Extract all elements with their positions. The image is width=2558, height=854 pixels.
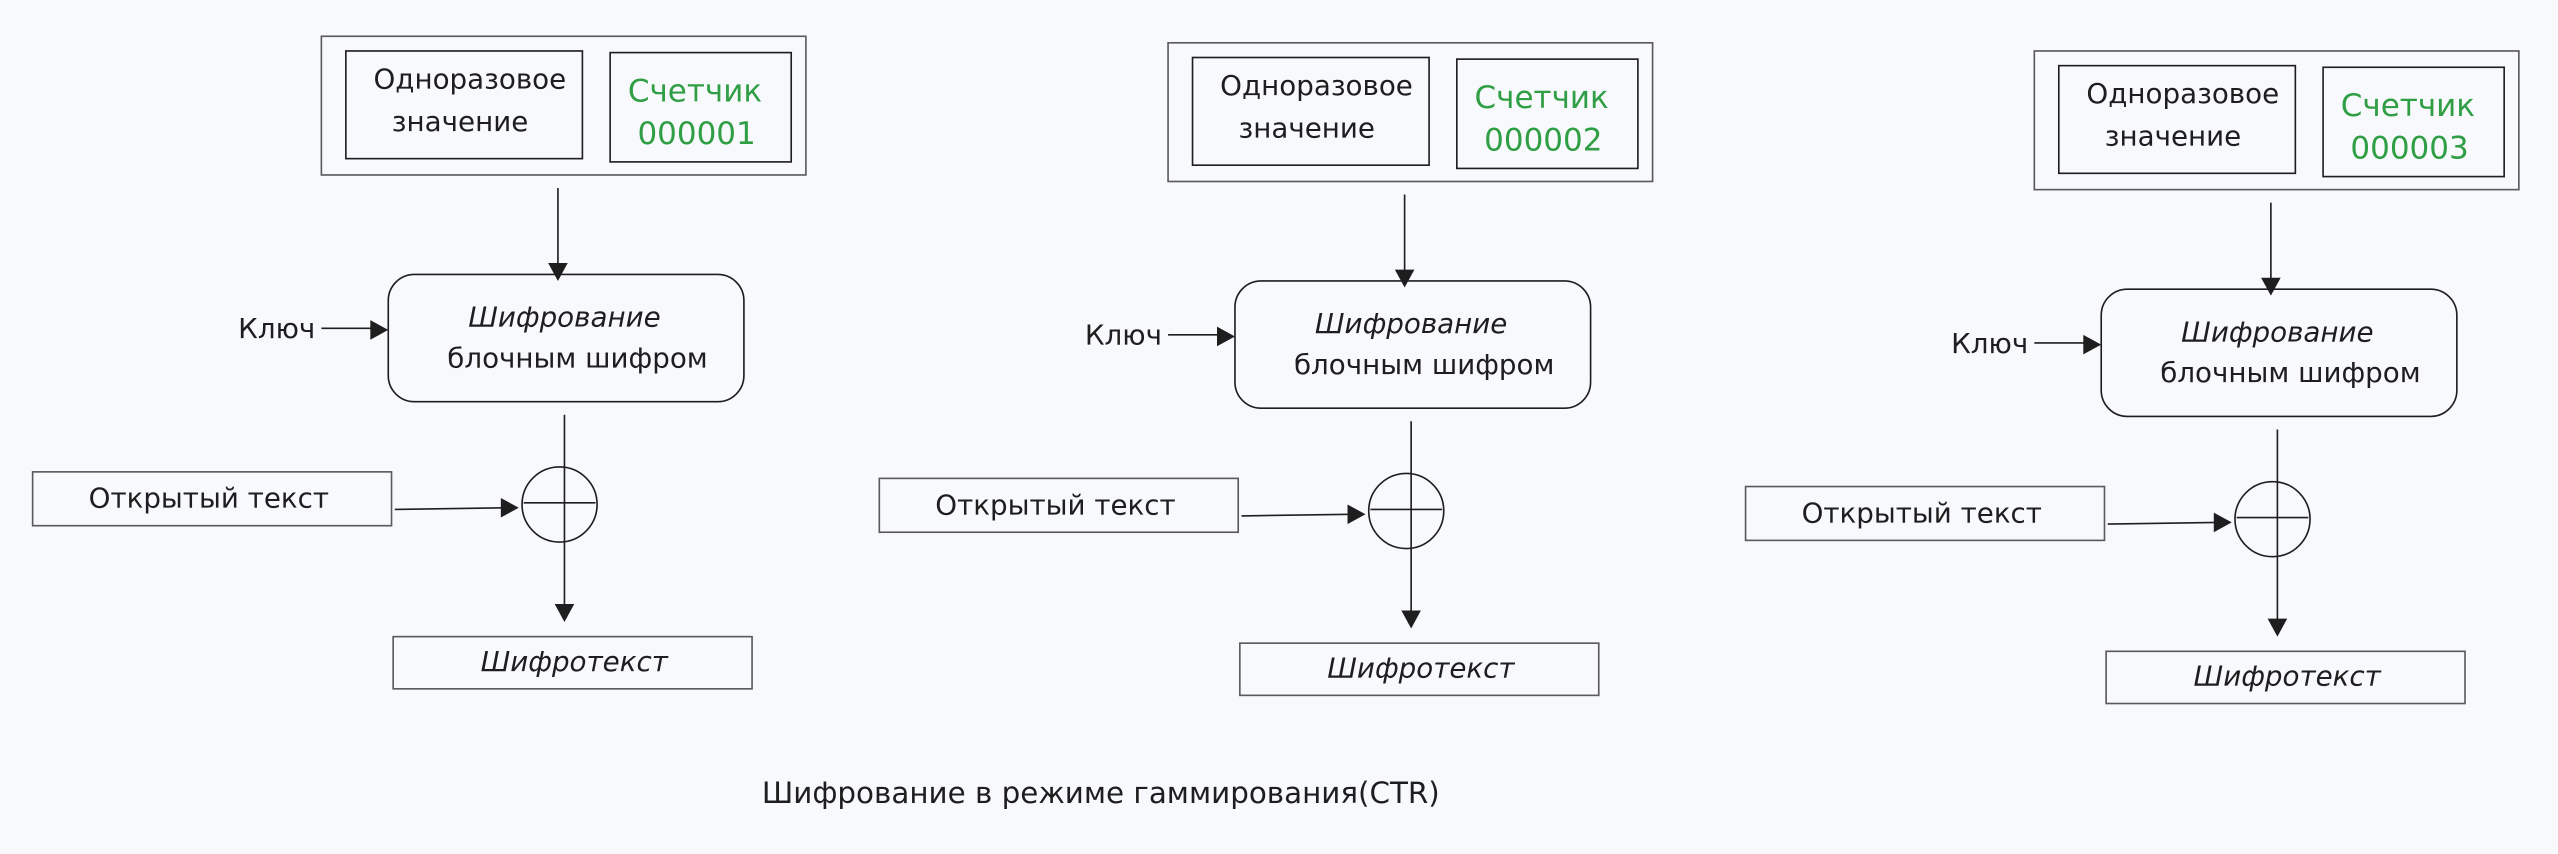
ciphertext-label: Шифротекст [1327,651,1515,684]
arrowhead-icon [1401,610,1421,629]
counter-box [1456,58,1639,170]
block-cipher-line2: блочным шифром [1294,348,1554,381]
arrowhead-icon [1347,504,1366,525]
counter-box [2322,66,2505,178]
nonce-label-line2: значение [1238,111,1374,144]
ctr-block-2: Одноразовое значение Счетчик 000002Шифрован… [878,41,1654,697]
block-cipher-line1: Шифрование [1315,307,1507,340]
plaintext-box [31,471,393,527]
arrow-plaintext-to-xor [1241,513,1351,517]
counter-value: 000003 [2350,131,2468,167]
arrowhead-icon [2213,512,2232,533]
nonce-box [2057,64,2297,175]
nonce-label-line2: значение [392,105,528,138]
arrowhead-icon [548,263,568,281]
plaintext-label: Открытый текст [89,482,329,515]
ciphertext-box [2105,650,2466,705]
ciphertext-label: Шифротекст [481,645,669,678]
ctr-block-1: Одноразовое значение Счетчик 000001Шифрован… [31,35,807,690]
ctr-block-3: Одноразовое значение Счетчик 000003Шифрован… [1744,50,2520,705]
counter-label: Счетчик [628,74,762,110]
ciphertext-label: Шифротекст [2194,660,2382,693]
block-cipher-line2: блочным шифром [447,341,707,374]
plaintext-box [1744,485,2106,542]
counter-value: 000001 [637,116,755,152]
counter-label: Счетчик [1475,80,1609,116]
arrowhead-icon [2267,618,2288,637]
xor-circle-icon [2234,480,2311,558]
counter-value: 000002 [1484,122,1602,158]
arrow-plaintext-to-xor [394,506,505,511]
key-label: Ключ [1951,327,2028,360]
ciphertext-box [1239,642,1600,697]
block-cipher-box [387,273,745,403]
ciphertext-box [392,635,753,690]
arrowhead-icon [1217,326,1235,347]
arrow-plaintext-to-xor [2107,521,2218,525]
counter-label: Счетчик [2341,88,2475,124]
block-cipher-line2: блочным шифром [2160,356,2420,389]
arrowhead-icon [1394,269,1415,288]
plaintext-label: Открытый текст [1802,496,2042,529]
block-cipher-line1: Шифрование [2181,315,2373,348]
counter-input-group: Одноразовое значение Счетчик 000001 [320,35,807,176]
block-cipher-box [2100,288,2458,418]
key-label: Ключ [238,312,315,345]
xor-circle-icon [521,466,598,543]
arrowhead-icon [370,320,389,340]
nonce-label-line2: значение [2105,120,2241,153]
arrowhead-icon [2261,277,2281,296]
counter-input-group: Одноразовое значение Счетчик 000003 [2033,50,2520,191]
counter-box [609,51,793,163]
input-outer-box [2033,50,2520,191]
arrowhead-icon [500,497,519,518]
input-outer-box [1167,41,1654,183]
block-cipher-line1: Шифрование [468,301,660,334]
nonce-box [345,50,584,160]
xor-circle-icon [1367,472,1445,550]
counter-input-group: Одноразовое значение Счетчик 000002 [1167,41,1654,183]
arrowhead-icon [2083,334,2102,355]
block-cipher-box [1234,280,1592,410]
nonce-label-line1: Одноразовое [1220,69,1413,102]
key-label: Ключ [1085,319,1162,352]
input-outer-box [320,35,807,176]
plaintext-box [878,477,1240,534]
nonce-box [1191,56,1430,166]
arrowhead-icon [554,604,575,622]
nonce-label-line1: Одноразовое [373,62,566,95]
plaintext-label: Открытый текст [935,488,1175,521]
nonce-label-line1: Одноразовое [2086,77,2279,110]
diagram-caption: Шифрование в режиме гаммирования(CTR) [762,776,1440,810]
